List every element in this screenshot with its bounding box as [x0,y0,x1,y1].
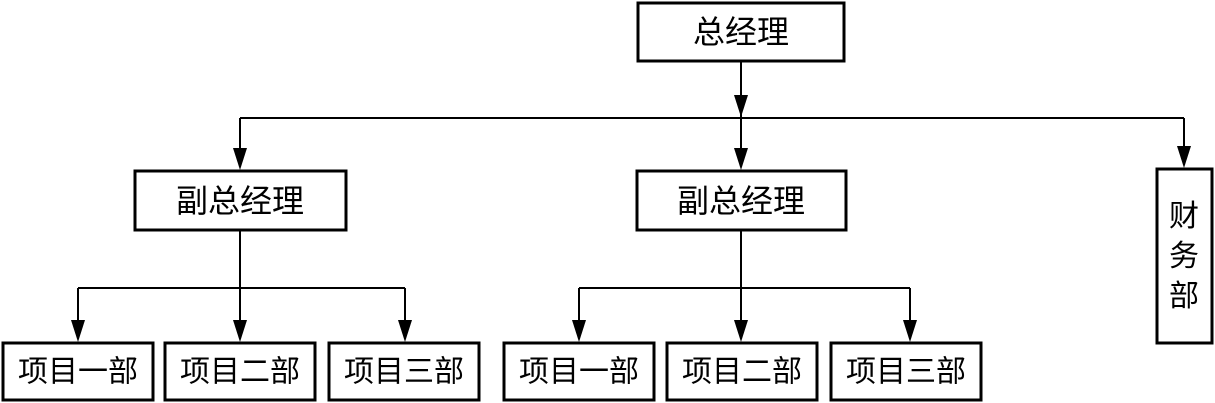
node-finance: 财务部 [1155,167,1214,345]
node-deputy-1-label: 副总经理 [176,182,304,220]
arrow-gm-bus [734,95,748,117]
connectors [77,62,1185,331]
arrow-d2-dept-1 [572,320,586,342]
node-d2-dept-1-label: 项目一部 [519,355,639,390]
node-d1-dept-1-box [1,341,155,402]
arrow-d1-dept-2 [233,320,247,342]
node-d2-dept-3-label: 项目三部 [846,355,966,390]
node-d2-dept-2-box [665,341,819,402]
node-d1-dept-3: 项目三部 [327,341,481,402]
node-d1-dept-1: 项目一部 [1,341,155,402]
node-deputy-1: 副总经理 [133,169,348,232]
node-d2-dept-1: 项目一部 [502,341,656,402]
node-d1-dept-2-box [163,341,317,402]
arrow-d2-dept-3 [903,320,917,342]
arrow-finance [1177,146,1191,168]
node-finance-label: 财务部 [1169,199,1199,314]
arrow-d1-dept-1 [71,320,85,342]
node-d2-dept-3-box [829,341,983,402]
node-deputy-2: 副总经理 [635,169,848,232]
node-d2-dept-1-box [502,341,656,402]
arrowheads [71,95,1191,342]
node-general-manager: 总经理 [636,1,846,63]
node-d1-dept-2-label: 项目二部 [180,355,300,390]
node-deputy-2-label: 副总经理 [677,182,805,220]
node-deputy-1-box [133,169,348,232]
arrow-d2-dept-2 [734,320,748,342]
node-general-manager-box [636,1,846,63]
node-general-manager-label: 总经理 [693,13,789,51]
node-deputy-2-box [635,169,848,232]
node-d1-dept-1-label: 项目一部 [18,355,138,390]
node-d1-dept-2: 项目二部 [163,341,317,402]
node-finance-box [1155,167,1214,345]
arrow-deputy-2 [734,148,748,170]
arrow-deputy-1 [233,148,247,170]
arrow-d1-dept-3 [398,320,412,342]
node-d2-dept-2: 项目二部 [665,341,819,402]
node-d2-dept-2-label: 项目二部 [682,355,802,390]
node-d1-dept-3-label: 项目三部 [344,355,464,390]
node-d2-dept-3: 项目三部 [829,341,983,402]
node-d1-dept-3-box [327,341,481,402]
